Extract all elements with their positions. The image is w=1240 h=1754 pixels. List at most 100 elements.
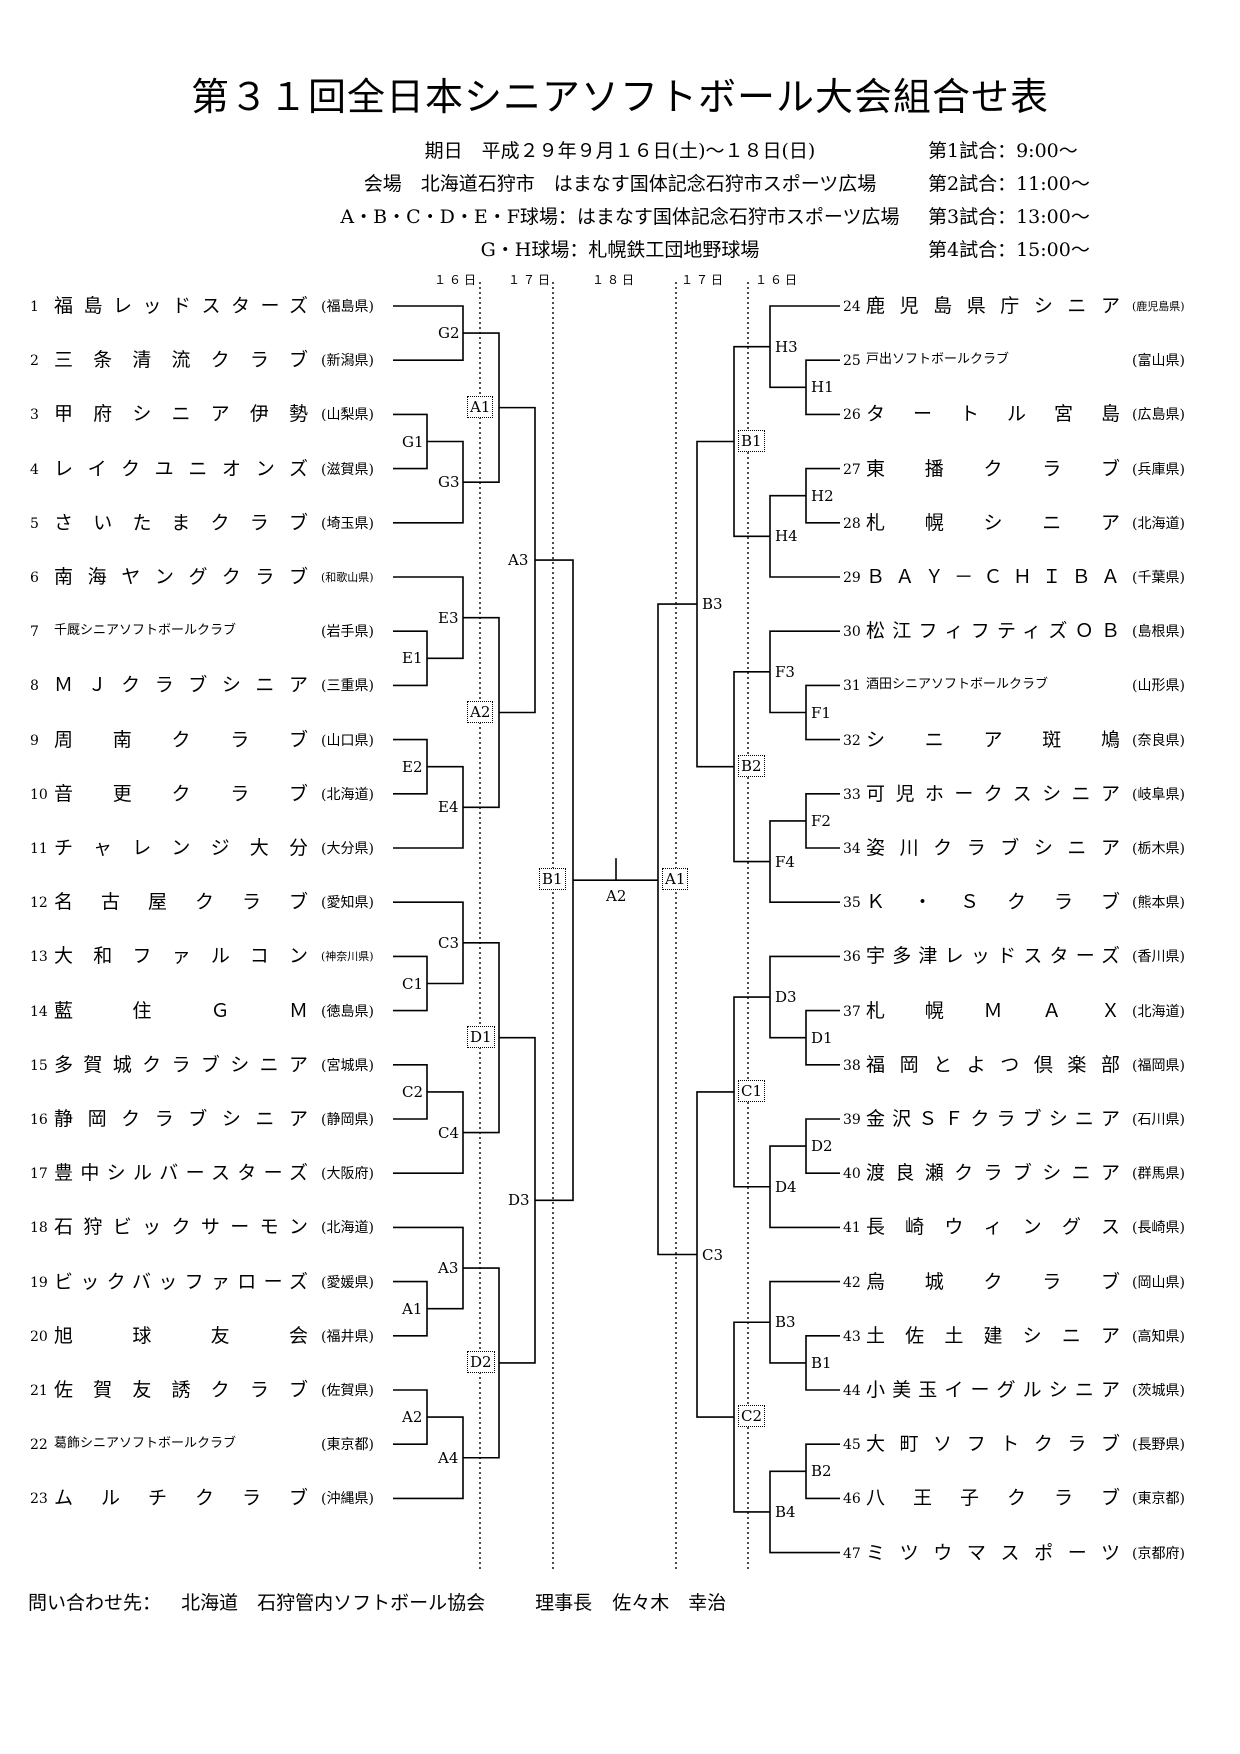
team-prefecture: (埼玉県) — [321, 515, 374, 532]
team-name: 烏城クラブ — [866, 1270, 1120, 1293]
match-label-L_D3: D3 — [507, 1190, 531, 1211]
team-prefecture: (京都府) — [1132, 1545, 1185, 1562]
match-time-2: 第2試合：11:00～ — [928, 173, 1090, 195]
team-prefecture: (北海道) — [1132, 1003, 1185, 1020]
team-number: 17 — [30, 1166, 48, 1183]
match-label-C4: C4 — [437, 1122, 461, 1143]
match-label-R_C2: C2 — [738, 1405, 766, 1428]
fields-g-h: G・H球場：札幌鉄工団地野球場 — [480, 239, 760, 261]
team-number: 18 — [30, 1220, 48, 1237]
team-name: ムルチクラブ — [54, 1487, 308, 1510]
chairman-name: 佐々木 幸治 — [612, 1592, 727, 1614]
team-name: 三条清流クラブ — [54, 349, 308, 372]
team-prefecture: (愛媛県) — [321, 1274, 374, 1291]
match-label-B1: B1 — [810, 1352, 833, 1373]
team-name: 福島レッドスターズ — [54, 295, 308, 317]
team-number: 6 — [30, 570, 39, 586]
team-prefecture: (長野県) — [1132, 1437, 1185, 1454]
team-prefecture: (千葉県) — [1132, 570, 1185, 586]
match-label-R_B1: B1 — [738, 429, 765, 452]
team-number: 36 — [843, 949, 861, 966]
match-label-R_B3: B3 — [701, 594, 724, 615]
team-prefecture: (茨城県) — [1132, 1383, 1185, 1399]
team-name: シニア斑鳩 — [866, 728, 1120, 751]
team-prefecture: (東京都) — [1132, 1491, 1185, 1508]
team-name: 佐賀友誘クラブ — [54, 1379, 308, 1401]
match-label-C2: C2 — [401, 1081, 425, 1102]
event-venue: 会場 北海道石狩市 はまなす国体記念石狩市スポーツ広場 — [363, 173, 877, 195]
team-prefecture: (石川県) — [1132, 1112, 1185, 1128]
team-name: 葛飾シニアソフトボールクラブ — [54, 1436, 237, 1452]
match-label-F_A2: A2 — [605, 886, 628, 907]
match-label-G3: G3 — [437, 472, 461, 493]
team-prefecture: (北海道) — [321, 1220, 374, 1237]
team-number: 33 — [843, 786, 861, 803]
team-name: 旭球友会 — [54, 1324, 308, 1347]
match-label-C1: C1 — [401, 973, 425, 994]
match-label-D2: D2 — [810, 1136, 834, 1157]
team-number: 13 — [30, 949, 48, 966]
team-prefecture: (熊本県) — [1132, 895, 1185, 912]
team-name: 千厩シニアソフトボールクラブ — [54, 623, 237, 639]
team-name: 南海ヤングクラブ — [54, 566, 308, 588]
footer-contact: 問い合わせ先： 北海道 石狩管内ソフトボール協会 理事長 佐々木 幸治 — [28, 1588, 726, 1615]
team-number: 7 — [30, 624, 39, 641]
team-prefecture: (福島県) — [321, 299, 374, 315]
team-number: 14 — [30, 1003, 48, 1020]
fields-a-to-f: A・B・C・D・E・F球場：はまなす国体記念石狩市スポーツ広場 — [340, 206, 900, 228]
team-prefecture: (宮城県) — [321, 1057, 374, 1074]
team-prefecture: (新潟県) — [321, 353, 374, 370]
team-name: 長崎ウィングス — [866, 1216, 1120, 1239]
match-label-R_C1: C1 — [738, 1079, 766, 1102]
match-label-F4: F4 — [774, 851, 796, 872]
team-prefecture: (北海道) — [1132, 515, 1185, 532]
match-label-C3: C3 — [437, 932, 461, 953]
team-prefecture: (広島県) — [1132, 407, 1185, 424]
team-number: 11 — [30, 841, 48, 857]
team-name: 札幌ＭＡＸ — [866, 999, 1120, 1022]
match-time-1: 第1試合：9:00～ — [928, 140, 1078, 162]
team-name: 東播クラブ — [866, 457, 1120, 480]
team-name: レイクユニオンズ — [54, 457, 308, 480]
match-label-B2: B2 — [810, 1461, 833, 1482]
match-label-H3: H3 — [774, 336, 799, 357]
team-number: 32 — [843, 732, 861, 749]
day-label-17-left: １７日 — [508, 273, 554, 287]
team-number: 43 — [843, 1328, 861, 1345]
match-line-A1-right — [657, 603, 697, 1256]
team-name: 宇多津レッドスターズ — [866, 945, 1120, 968]
match-label-R_A1: A1 — [662, 868, 689, 891]
team-prefecture: (山梨県) — [321, 407, 374, 424]
contact-label: 問い合わせ先： — [28, 1592, 162, 1614]
match-label-L_D1: D1 — [467, 1025, 495, 1048]
day-label-18: １８日 — [592, 273, 638, 287]
match-label-F2: F2 — [810, 810, 832, 831]
team-name: 音更クラブ — [54, 782, 308, 805]
match-label-B3: B3 — [774, 1312, 797, 1333]
team-name: 松江フィフティズＯＢ — [866, 620, 1120, 643]
team-number: 29 — [843, 570, 861, 586]
team-name: ビックバッファローズ — [54, 1270, 308, 1293]
team-prefecture: (栃木県) — [1132, 841, 1185, 857]
team-prefecture: (沖縄県) — [321, 1491, 374, 1508]
team-prefecture: (岐阜県) — [1132, 786, 1185, 803]
team-number: 9 — [30, 732, 39, 749]
match-label-B4: B4 — [774, 1501, 797, 1522]
team-prefecture: (佐賀県) — [321, 1383, 374, 1399]
team-name: ＢＡＹ－ＣＨＩＢＡ — [866, 566, 1120, 588]
team-prefecture: (神奈川県) — [321, 950, 374, 964]
team-prefecture: (大分県) — [321, 841, 374, 857]
match-time-3: 第3試合：13:00～ — [928, 206, 1090, 228]
match-label-R_B2: B2 — [738, 754, 765, 777]
match-label-A1: A1 — [401, 1298, 424, 1319]
team-name: チャレンジ大分 — [54, 837, 308, 859]
team-name: 甲府シニア伊勢 — [54, 403, 308, 426]
team-prefecture: (岩手県) — [321, 624, 374, 641]
team-name: 周南クラブ — [54, 728, 308, 751]
team-number: 23 — [30, 1491, 48, 1508]
team-number: 30 — [843, 624, 861, 641]
team-prefecture: (香川県) — [1132, 949, 1185, 966]
team-number: 2 — [30, 353, 39, 370]
team-prefecture: (群馬県) — [1132, 1166, 1185, 1183]
match-label-G2: G2 — [437, 323, 461, 344]
